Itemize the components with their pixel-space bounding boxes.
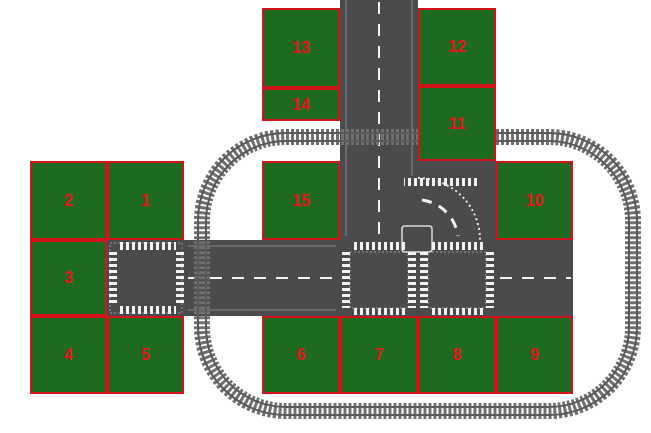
plate-number: 15 xyxy=(292,192,310,210)
baseplate: 13 xyxy=(262,8,340,88)
crosswalk xyxy=(486,252,494,308)
road-edge xyxy=(188,310,336,311)
crosswalk xyxy=(109,250,117,306)
railway-track xyxy=(198,133,637,415)
baseplate: 8 xyxy=(418,316,496,394)
plate-number: 9 xyxy=(530,346,539,364)
crosswalk xyxy=(118,306,176,314)
plate-number: 11 xyxy=(449,115,466,133)
rail xyxy=(198,133,637,415)
intersection xyxy=(110,243,182,313)
road-edge xyxy=(412,0,413,176)
plate-number: 10 xyxy=(526,192,544,210)
road-edge xyxy=(188,246,336,247)
crosswalk xyxy=(176,250,184,306)
plate-number: 12 xyxy=(448,38,466,56)
baseplate: 10 xyxy=(496,161,573,240)
plate-number: 1 xyxy=(141,192,150,210)
plate-number: 5 xyxy=(141,346,150,364)
plate-number: 13 xyxy=(292,39,310,57)
crosswalk xyxy=(404,178,478,186)
crosswalk xyxy=(352,308,406,315)
baseplate: 5 xyxy=(107,316,184,394)
plate-number: 14 xyxy=(292,96,310,114)
baseplate: 11 xyxy=(418,86,496,161)
crosswalk xyxy=(118,242,176,250)
crosswalk xyxy=(352,242,406,250)
crosswalk xyxy=(408,252,416,308)
road-centerline xyxy=(500,277,571,279)
crosswalk xyxy=(430,308,484,315)
baseplate: 7 xyxy=(340,316,418,394)
baseplate: 12 xyxy=(418,8,496,86)
intersection xyxy=(428,252,486,308)
plate-number: 8 xyxy=(453,346,462,364)
baseplate: 9 xyxy=(496,316,573,394)
intersection xyxy=(350,252,408,308)
road-centerline xyxy=(188,277,336,279)
baseplate: 4 xyxy=(30,316,107,394)
plate-number: 2 xyxy=(64,192,73,210)
road-centerline xyxy=(378,2,380,236)
crosswalk xyxy=(430,242,484,250)
road-edge xyxy=(346,0,347,236)
plate-number: 6 xyxy=(297,346,306,364)
baseplate: 3 xyxy=(30,240,107,316)
manhole xyxy=(402,226,432,252)
crosswalk xyxy=(342,252,350,308)
baseplate: 14 xyxy=(262,88,340,121)
plate-number: 7 xyxy=(375,346,384,364)
crosswalk xyxy=(420,252,428,308)
road xyxy=(107,0,573,316)
baseplate: 6 xyxy=(262,316,340,394)
plate-number: 3 xyxy=(64,269,73,287)
plate-number: 4 xyxy=(64,346,73,364)
track-sleepers xyxy=(202,137,633,411)
horizontal-road xyxy=(107,240,573,316)
baseplate: 1 xyxy=(107,161,184,240)
rail xyxy=(206,141,629,407)
baseplate: 2 xyxy=(30,161,107,240)
baseplate: 15 xyxy=(262,161,340,240)
